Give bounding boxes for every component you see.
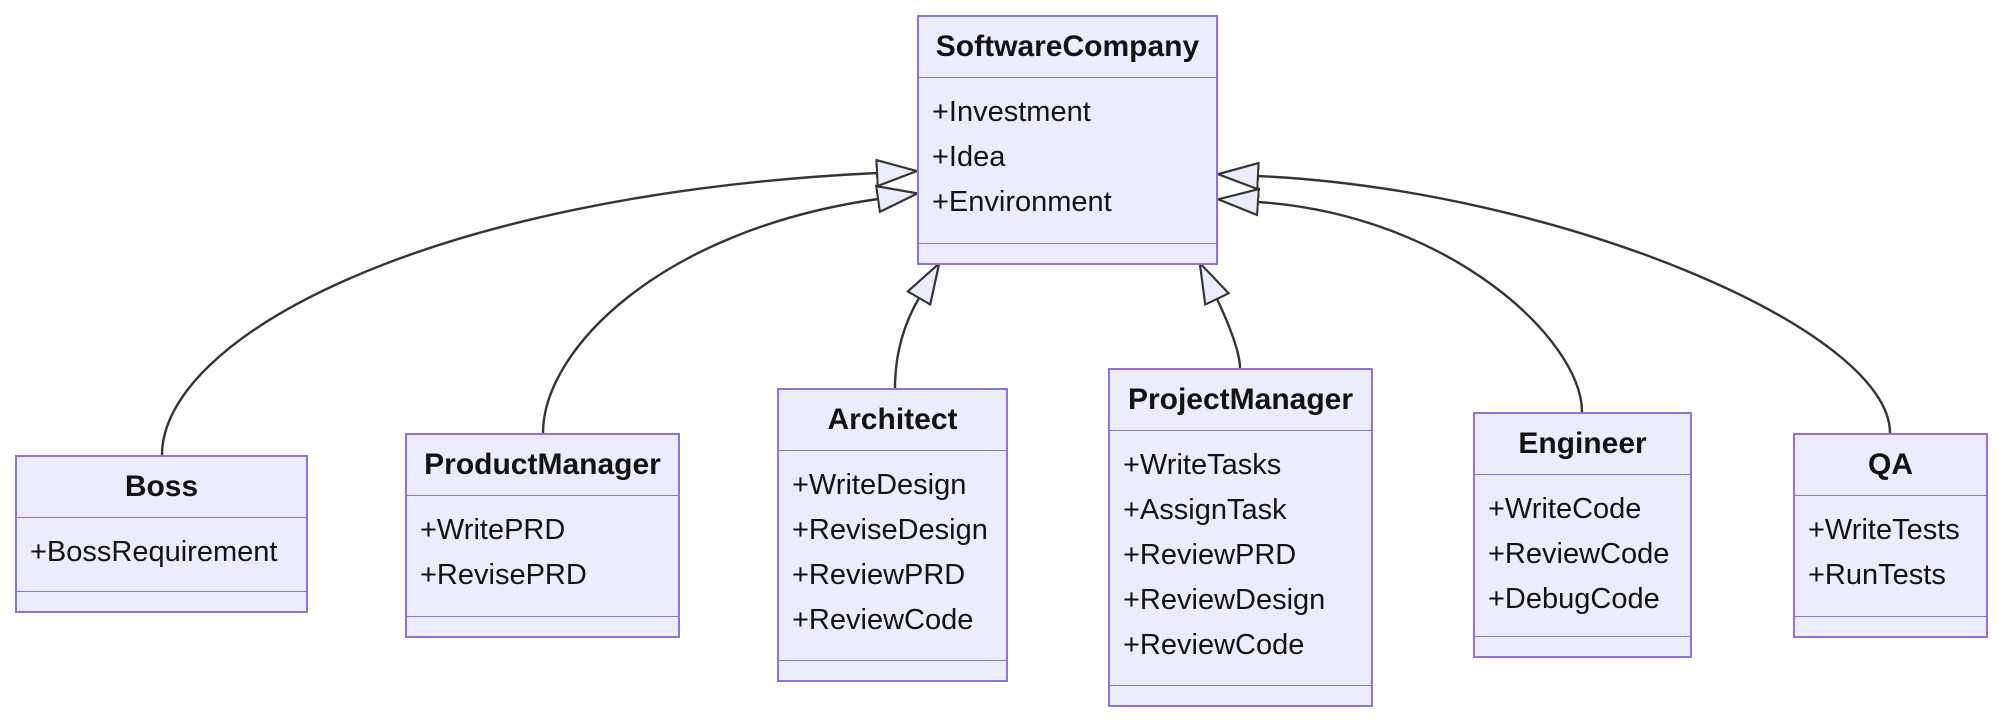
class-members: +WriteTests +RunTests: [1795, 495, 1986, 616]
class-member: +ReviewPRD: [1123, 539, 1297, 571]
class-members: +WriteDesign +ReviseDesign +ReviewPRD +Revi…: [779, 450, 1006, 660]
class-member: +WriteTasks: [1123, 449, 1282, 481]
class-title: Engineer: [1518, 427, 1647, 460]
class-member: +Environment: [932, 186, 1112, 218]
class-member: +DebugCode: [1488, 583, 1660, 615]
class-title: Architect: [827, 403, 958, 436]
class-methods-empty-section: [407, 616, 678, 636]
inheritance-arrow-Boss-to-SoftwareCompany: [160, 173, 877, 456]
class-member: +RevisePRD: [420, 559, 587, 591]
class-title: Boss: [124, 470, 199, 503]
class-methods-empty-section: [17, 591, 306, 611]
inheritance-arrow-ProductManager-to-SoftwareCompany: [541, 199, 878, 434]
class-box-QA: QA +WriteTests +RunTests: [1793, 433, 1988, 638]
class-methods-empty-section: [1795, 616, 1986, 636]
class-members: +WriteCode +ReviewCode +DebugCode: [1475, 474, 1690, 636]
class-member: +ReviseDesign: [792, 514, 988, 546]
class-member: +ReviewPRD: [792, 559, 966, 591]
inheritance-arrow-ProjectManager-to-SoftwareCompany: [1217, 299, 1242, 369]
inheritance-arrow-Engineer-to-SoftwareCompany: [1258, 202, 1584, 413]
class-box-Boss: Boss +BossRequirement: [15, 455, 308, 613]
class-member: +AssignTask: [1123, 494, 1287, 526]
class-member: +Idea: [932, 141, 1006, 173]
class-title: QA: [1868, 448, 1913, 481]
class-title: ProductManager: [424, 448, 661, 481]
class-title: SoftwareCompany: [935, 30, 1200, 63]
class-box-Engineer: Engineer +WriteCode +ReviewCode +DebugCode: [1473, 412, 1692, 658]
class-member: +RunTests: [1808, 559, 1946, 591]
class-member: +BossRequirement: [30, 536, 278, 568]
class-box-SoftwareCompany: SoftwareCompany +Investment +Idea +Environ…: [917, 15, 1218, 265]
class-member: +ReviewCode: [1123, 629, 1305, 661]
class-title: ProjectManager: [1127, 383, 1354, 416]
class-member: +WriteDesign: [792, 469, 967, 501]
inheritance-arrow-QA-to-SoftwareCompany: [1258, 176, 1892, 434]
class-methods-empty-section: [779, 660, 1006, 680]
class-methods-empty-section: [919, 243, 1216, 263]
class-methods-empty-section: [1110, 685, 1371, 705]
class-box-ProjectManager: ProjectManager +WriteTasks +AssignTask +Re…: [1108, 368, 1373, 707]
class-box-ProductManager: ProductManager +WritePRD +RevisePRD: [405, 433, 680, 638]
class-member: +ReviewCode: [792, 604, 974, 636]
inheritance-arrow-Architect-to-SoftwareCompany: [893, 298, 919, 389]
class-member: +WriteCode: [1488, 493, 1642, 525]
class-members: +Investment +Idea +Environment: [919, 77, 1216, 243]
class-members: +WritePRD +RevisePRD: [407, 495, 678, 616]
class-member: +WritePRD: [420, 514, 566, 546]
class-members: +WriteTasks +AssignTask +ReviewPRD +ReviewD…: [1110, 430, 1371, 685]
class-member: +Investment: [932, 96, 1091, 128]
class-member: +ReviewCode: [1488, 538, 1670, 570]
class-methods-empty-section: [1475, 636, 1690, 656]
class-member: +ReviewDesign: [1123, 584, 1326, 616]
class-box-Architect: Architect +WriteDesign +ReviseDesign +Revi…: [777, 388, 1008, 682]
class-member: +WriteTests: [1808, 514, 1960, 546]
class-members: +BossRequirement: [17, 517, 306, 591]
